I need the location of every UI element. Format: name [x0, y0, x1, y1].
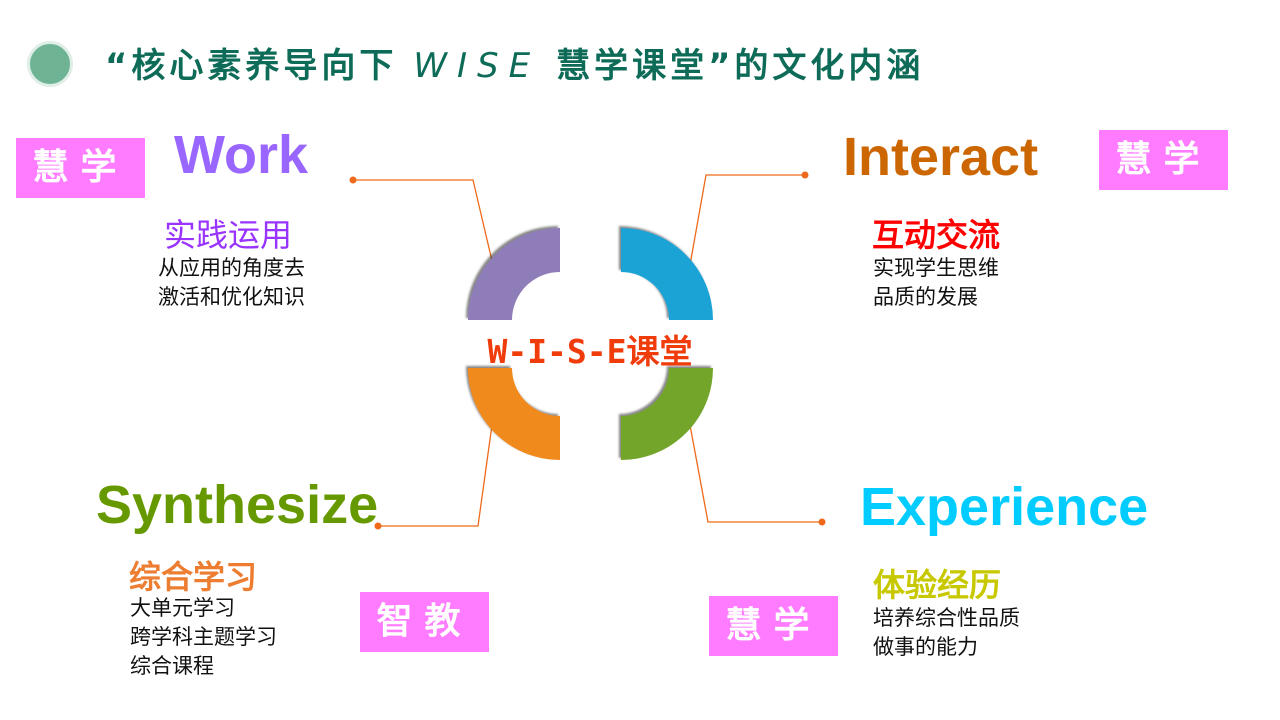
quadrant-interact: [621, 228, 713, 320]
synthesize-desc-line: 大单元学习: [130, 596, 235, 620]
interact-desc: 实现学生思维 品质的发展: [873, 254, 999, 312]
connector-interact: [689, 174, 805, 266]
connector-dot-interact: [801, 171, 809, 179]
connector-synthesize: [378, 424, 493, 527]
title-suffix: 慧学课堂”的文化内涵: [556, 46, 925, 86]
page-title: “核心素养导向下 WISE 慧学课堂”的文化内涵: [105, 38, 924, 87]
work-desc-line: 激活和优化知识: [158, 285, 305, 309]
center-label: W-I-S-E课堂: [487, 332, 693, 371]
synthesize-desc-line: 综合课程: [130, 654, 214, 678]
interact-desc-line: 品质的发展: [873, 285, 978, 309]
interact-desc-line: 实现学生思维: [873, 256, 999, 280]
quadrant-experience: [621, 368, 713, 460]
interact-heading: Interact: [843, 127, 1039, 187]
connector-dot-work: [349, 176, 357, 184]
synthesize-subtitle: 综合学习: [129, 558, 258, 596]
connector-dot-synthesize: [374, 522, 382, 530]
experience-subtitle: 体验经历: [873, 566, 1002, 604]
experience-heading: Experience: [860, 477, 1149, 537]
connector-dot-experience: [818, 518, 826, 526]
connector-experience: [689, 424, 822, 523]
synthesize-heading: Synthesize: [96, 475, 379, 535]
tag-interact: 慧学: [1099, 130, 1228, 190]
title-bullet-icon: [27, 41, 73, 87]
work-desc-line: 从应用的角度去: [158, 256, 305, 280]
tag-synthesize: 智教: [360, 592, 489, 652]
work-desc: 从应用的角度去 激活和优化知识: [158, 254, 305, 312]
experience-desc: 培养综合性品质 做事的能力: [873, 604, 1020, 662]
quadrant-work: [468, 228, 560, 320]
quadrant-synthesize: [468, 368, 560, 460]
experience-desc-line: 做事的能力: [873, 635, 978, 659]
synthesize-desc: 大单元学习 跨学科主题学习 综合课程: [130, 594, 277, 681]
experience-desc-line: 培养综合性品质: [873, 606, 1020, 630]
interact-subtitle: 互动交流: [872, 216, 1001, 254]
work-subtitle: 实践运用: [164, 216, 293, 254]
tag-work: 慧学: [16, 138, 145, 198]
tag-experience: 慧学: [709, 596, 838, 656]
title-prefix: “核心素养导向下: [105, 46, 398, 86]
title-en: WISE: [413, 46, 541, 86]
connector-work: [353, 179, 494, 266]
work-heading: Work: [174, 125, 309, 185]
synthesize-desc-line: 跨学科主题学习: [130, 625, 277, 649]
